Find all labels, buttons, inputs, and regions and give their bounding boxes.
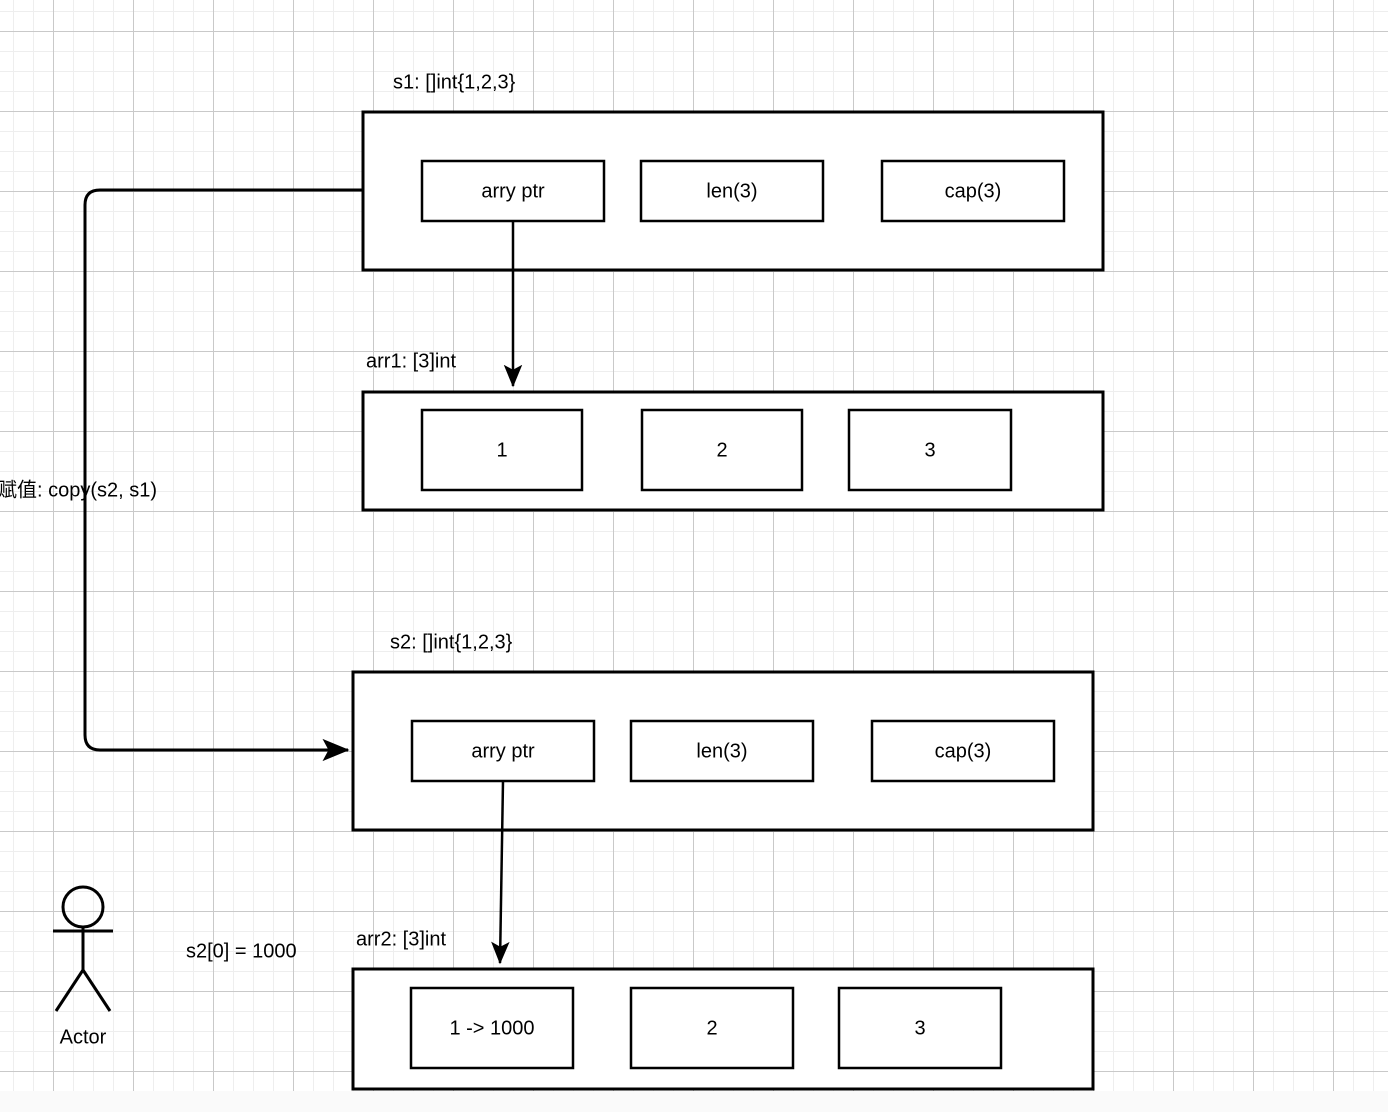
s1-cell-1-label: len(3) <box>706 180 757 202</box>
struct-arr1: arr1: [3]int 1 2 3 <box>361 350 1105 512</box>
s2-cell-2-label: cap(3) <box>935 740 992 762</box>
arr1-cell-1: 2 <box>640 408 804 492</box>
arr2-cell-2-label: 3 <box>914 1017 925 1039</box>
arr1-cell-0: 1 <box>420 408 584 492</box>
arr2-cell-1: 2 <box>629 986 795 1070</box>
arr1-cell-0-box <box>420 408 584 492</box>
struct-s1: s1: []int{1,2,3} arry ptr len(3) cap(3) <box>361 71 1105 272</box>
actor-head-icon <box>61 885 105 929</box>
s1-cell-len: len(3) <box>639 159 825 223</box>
arr2-cell-1-box <box>629 986 795 1070</box>
arr2-cell-2-box <box>837 986 1003 1070</box>
arr2-cell-2: 3 <box>837 986 1003 1070</box>
mutation-note-label: s2[0] = 1000 <box>186 940 297 962</box>
arr2-cell-1-label: 2 <box>706 1017 717 1039</box>
s2-cell-arry-ptr: arry ptr <box>410 719 596 783</box>
arr2-cell-0-label: 1 -> 1000 <box>449 1017 534 1039</box>
arr2-title: arr2: [3]int <box>356 928 446 950</box>
actor-figure: Actor <box>53 885 113 1048</box>
s1-cell-cap: cap(3) <box>880 159 1066 223</box>
s1-cell-2-label: cap(3) <box>945 180 1002 202</box>
arr1-cell-2: 3 <box>847 408 1013 492</box>
s1-cell-0-label: arry ptr <box>481 180 545 202</box>
s2-cell-2-box <box>870 719 1056 783</box>
s2-ptr-to-arr2-arrow <box>491 780 510 965</box>
copy-connector-arrow <box>83 188 363 762</box>
s2-cell-1-box <box>629 719 815 783</box>
s1-cell-2-box <box>880 159 1066 223</box>
arr1-cell-1-label: 2 <box>716 439 727 461</box>
arr1-cell-2-label: 3 <box>924 439 935 461</box>
arr2-cell-0-box <box>409 986 575 1070</box>
s2-cell-1-label: len(3) <box>696 740 747 762</box>
s2-cell-0-label: arry ptr <box>471 740 535 762</box>
arr1-title: arr1: [3]int <box>366 350 456 372</box>
arr2-cell-0: 1 -> 1000 <box>409 986 575 1070</box>
struct-arr2: arr2: [3]int 1 -> 1000 2 3 <box>351 928 1095 1091</box>
s1-cell-0-box <box>420 159 606 223</box>
arr1-cell-1-box <box>640 408 804 492</box>
actor-left-leg-icon <box>54 969 85 1012</box>
s2-cell-0-box <box>410 719 596 783</box>
actor-right-leg-icon <box>81 969 112 1012</box>
arr1-cell-2-box <box>847 408 1013 492</box>
s1-title: s1: []int{1,2,3} <box>393 71 516 93</box>
s2-title: s2: []int{1,2,3} <box>390 631 513 653</box>
s1-cell-1-box <box>639 159 825 223</box>
s2-cell-len: len(3) <box>629 719 815 783</box>
assignment-note-label: 赋值: copy(s2, s1) <box>0 478 157 501</box>
s2-cell-cap: cap(3) <box>870 719 1056 783</box>
struct-s2: s2: []int{1,2,3} arry ptr len(3) cap(3) <box>351 631 1095 832</box>
arr1-cell-0-label: 1 <box>496 439 507 461</box>
s1-cell-arry-ptr: arry ptr <box>420 159 606 223</box>
actor-name-label: Actor <box>60 1026 107 1048</box>
